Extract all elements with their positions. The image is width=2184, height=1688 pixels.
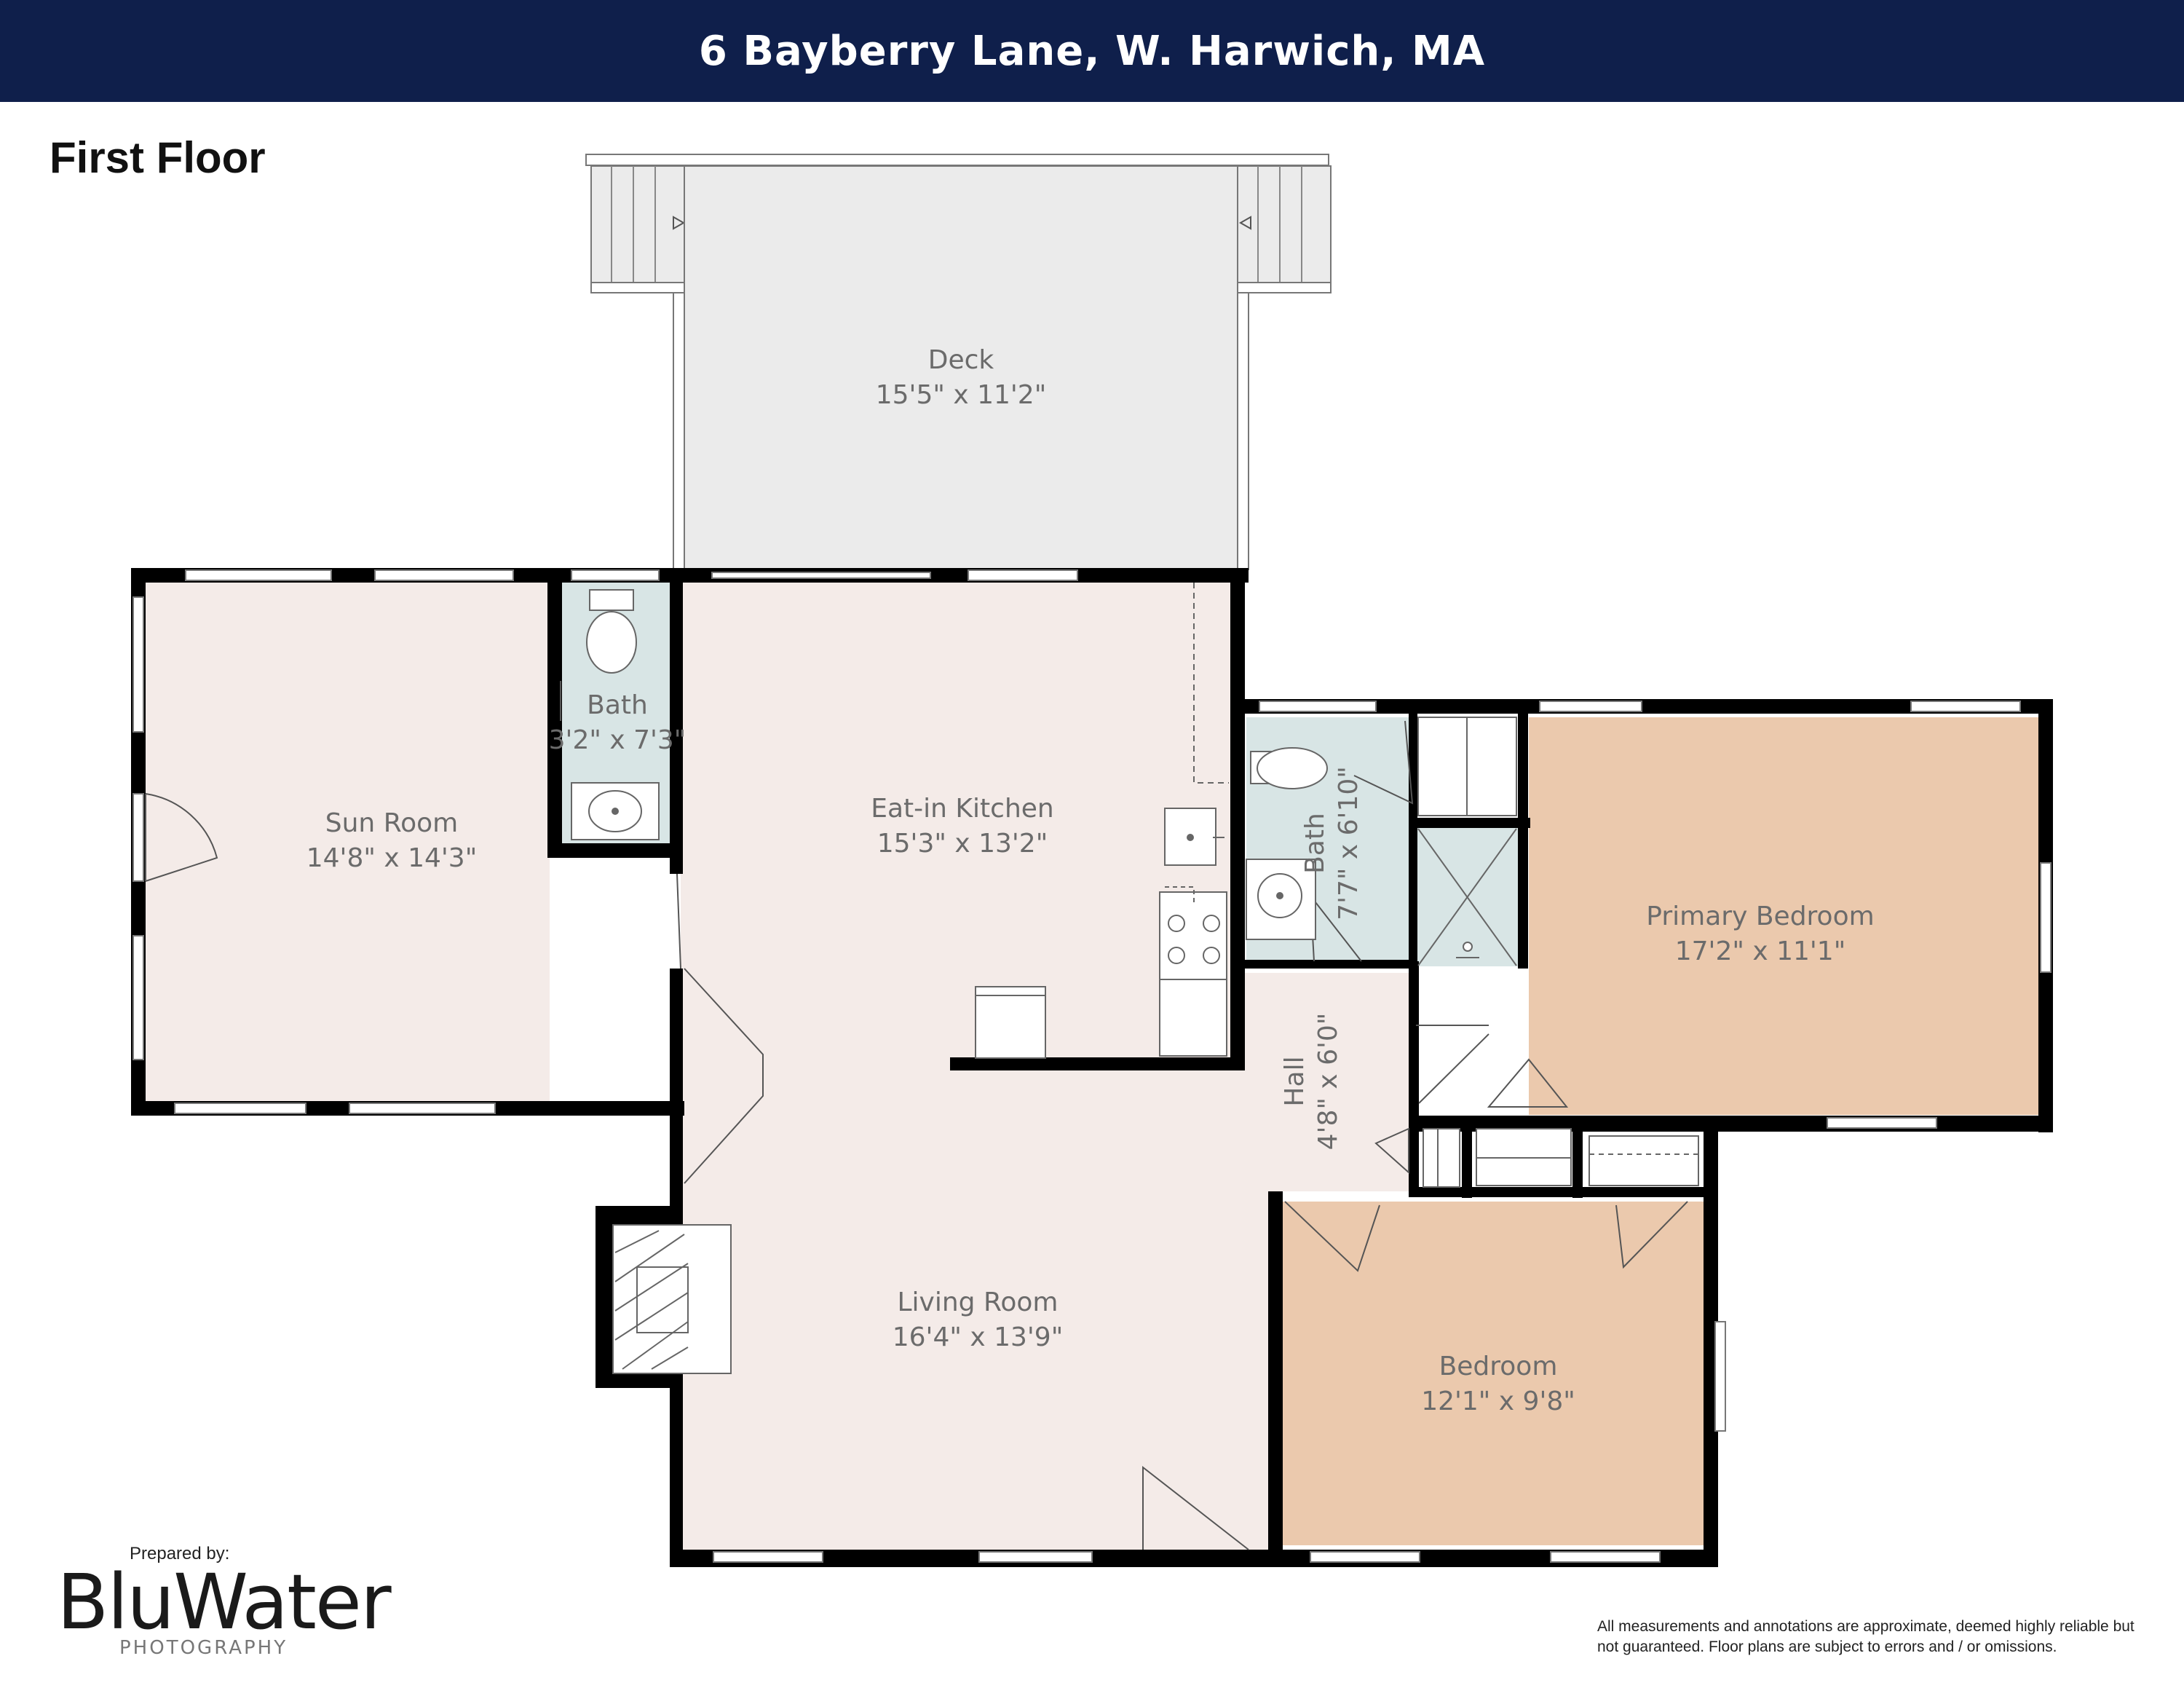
prepared-by-label: Prepared by: <box>130 1544 230 1563</box>
bath-1-size: 3'2" x 7'3" <box>549 725 687 755</box>
primary-bedroom-size: 17'2" x 11'1" <box>1675 936 1846 966</box>
sun-room-name: Sun Room <box>325 808 458 838</box>
primary-bedroom-name: Primary Bedroom <box>1646 902 1874 931</box>
header-banner: 6 Bayberry Lane, W. Harwich, MA <box>0 0 2184 102</box>
doors <box>145 681 1688 1550</box>
bath-2-name: Bath <box>1300 813 1330 874</box>
logo-name: BluWater <box>57 1558 392 1646</box>
windows <box>132 569 2052 1563</box>
hall-size: 4'8" x 6'0" <box>1313 1013 1343 1151</box>
fixtures <box>571 583 1699 1374</box>
room-labels: Sun Room 14'8" x 14'3" Bath 3'2" x 7'3" … <box>306 690 1875 1416</box>
disclaimer-text: All measurements and annotations are app… <box>1597 1618 2134 1656</box>
living-room-size: 16'4" x 13'9" <box>893 1322 1064 1352</box>
hall-name: Hall <box>1280 1056 1310 1106</box>
floor-label: First Floor <box>50 133 266 182</box>
deck-size: 15'5" x 11'2" <box>876 380 1047 410</box>
deck: Deck 15'5" x 11'2" <box>585 154 1332 571</box>
floors <box>142 580 2038 1553</box>
bath-1-name: Bath <box>587 690 648 720</box>
logo-subtitle: PHOTOGRAPHY <box>119 1637 288 1659</box>
kitchen-size: 15'3" x 13'2" <box>877 829 1048 859</box>
bedroom-size: 12'1" x 9'8" <box>1421 1387 1575 1416</box>
living-room-name: Living Room <box>898 1287 1059 1317</box>
bedroom-name: Bedroom <box>1439 1352 1558 1381</box>
deck-name: Deck <box>928 345 994 375</box>
sun-room-size: 14'8" x 14'3" <box>306 843 478 873</box>
kitchen-name: Eat-in Kitchen <box>871 794 1053 824</box>
bluwater-logo: BluWater PHOTOGRAPHY <box>57 1558 392 1659</box>
page-title: 6 Bayberry Lane, W. Harwich, MA <box>698 27 1486 75</box>
bath-2-size: 7'7" x 6'10" <box>1334 766 1364 920</box>
